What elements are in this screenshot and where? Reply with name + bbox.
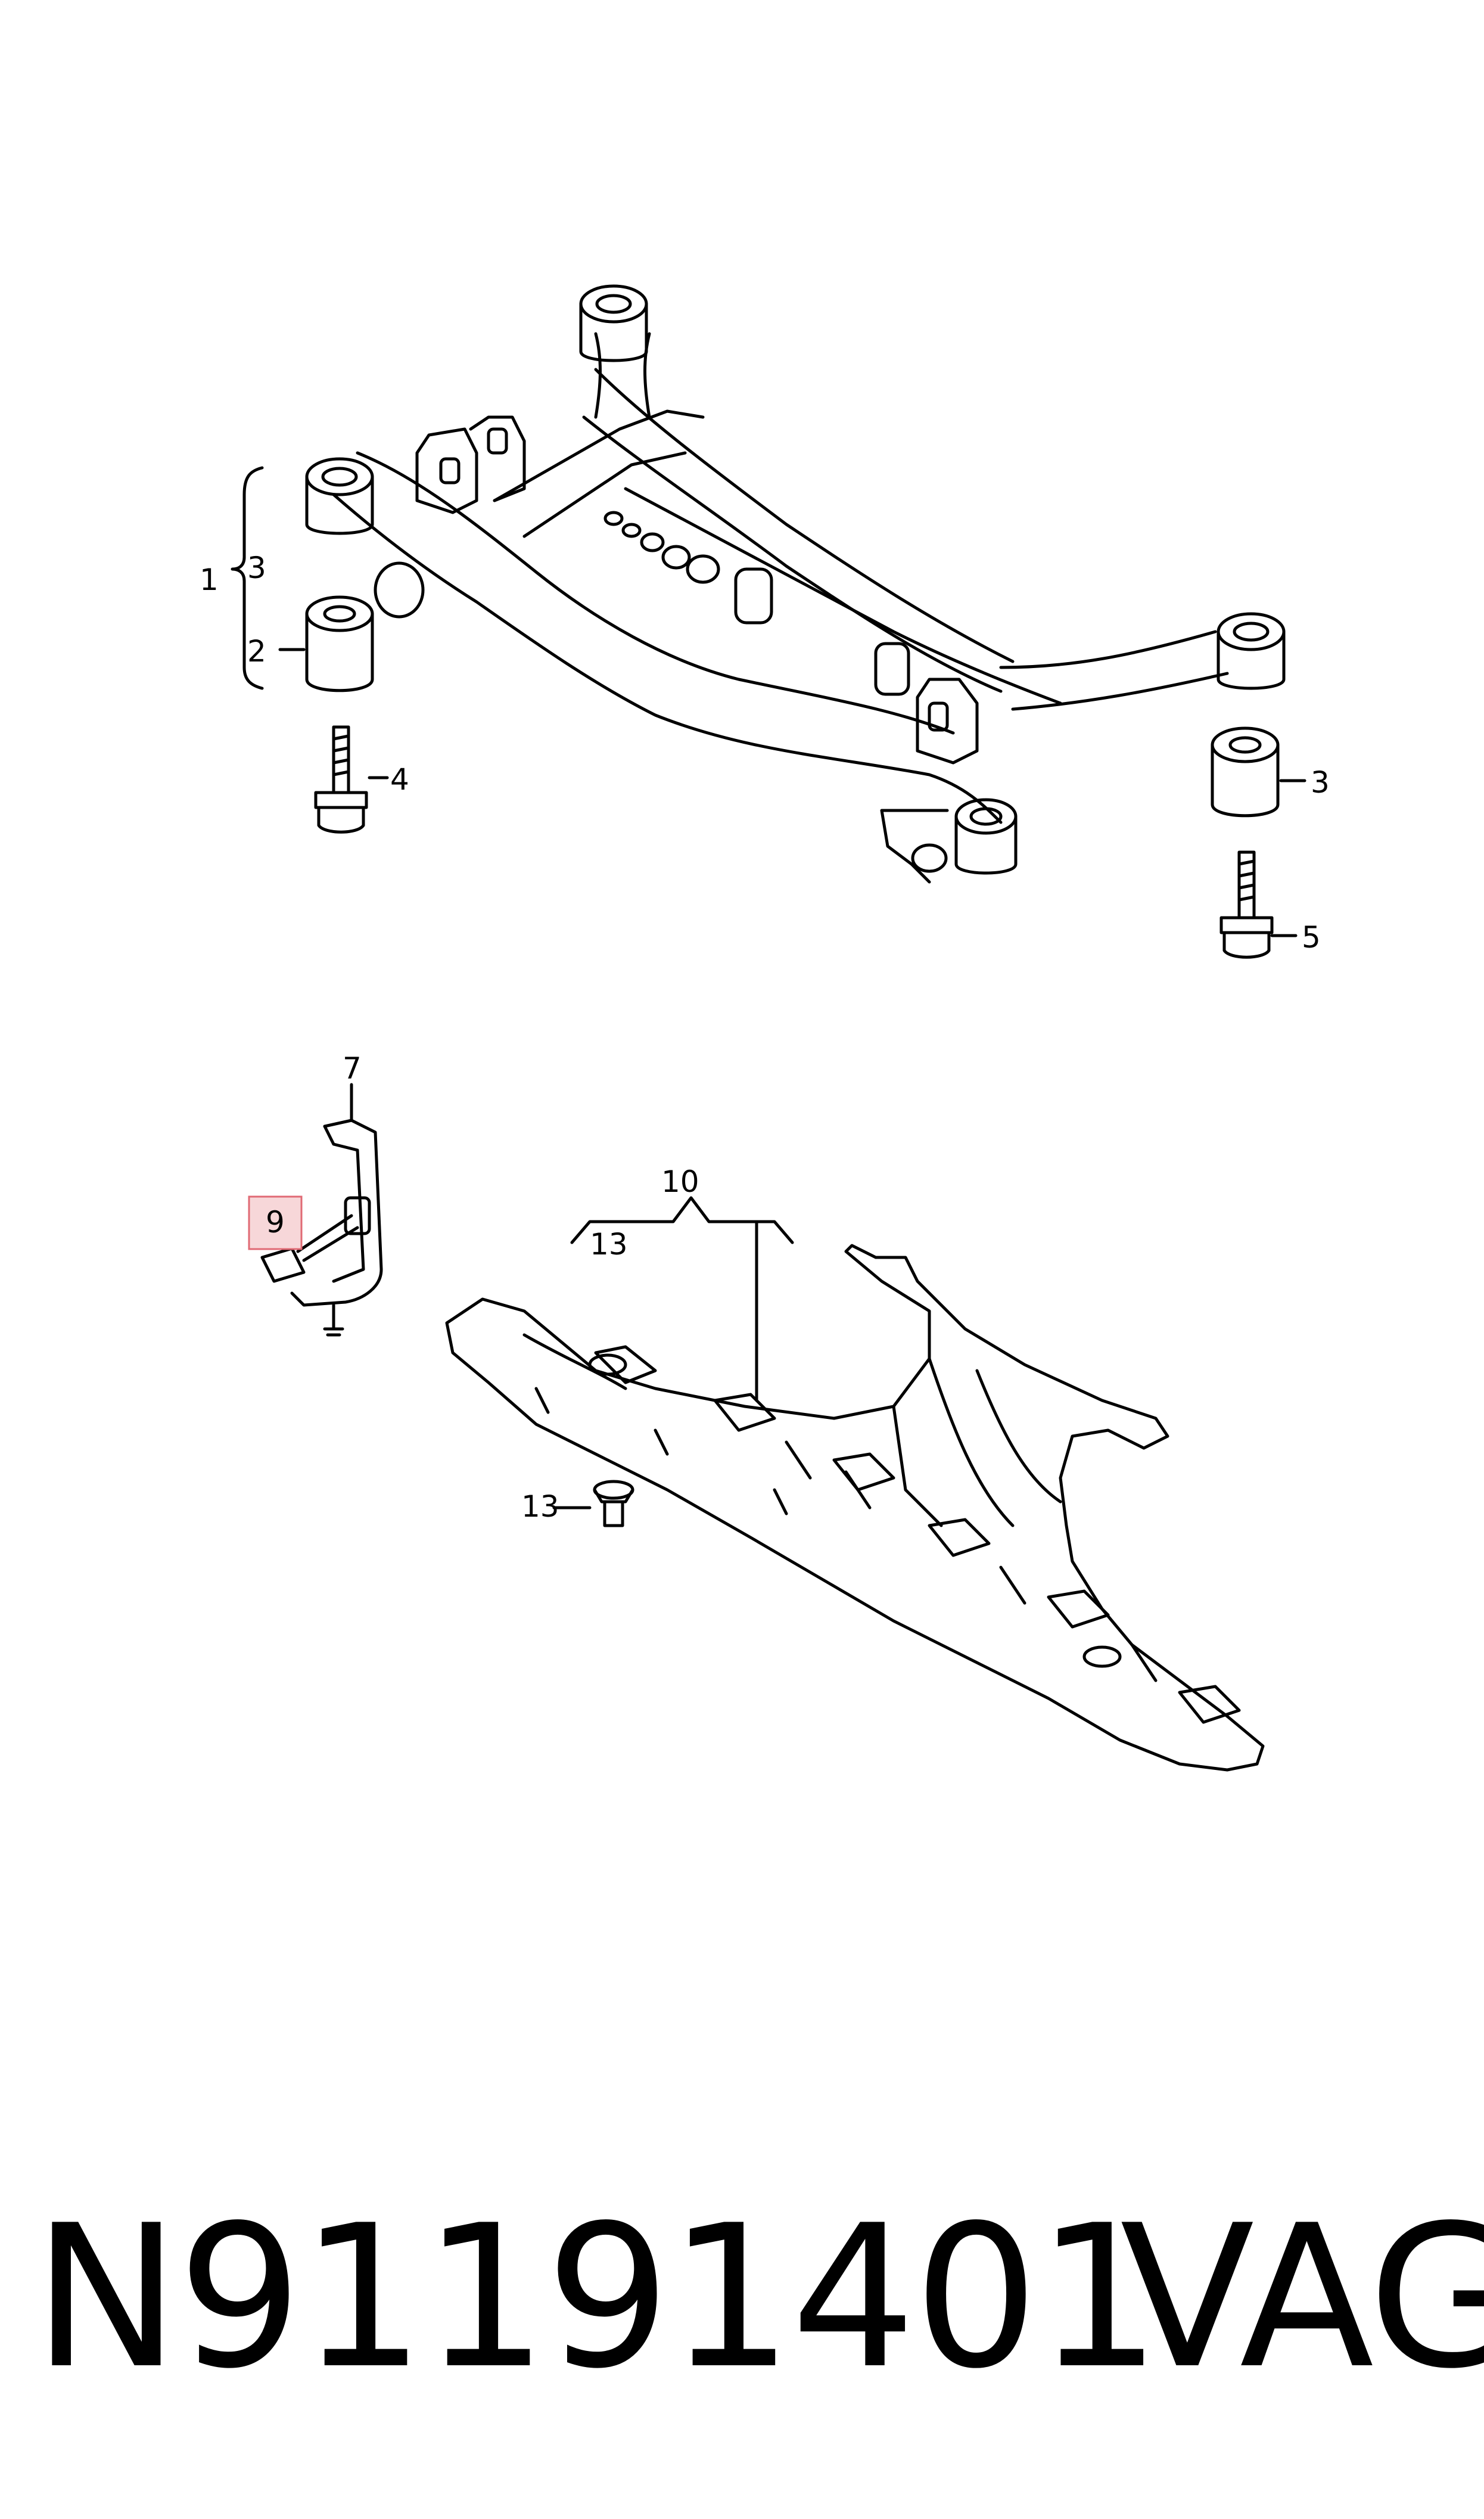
bolt-4	[314, 725, 368, 834]
highlight-box-9	[248, 1195, 303, 1250]
bracket-7	[290, 1119, 383, 1337]
callout-13-bottom: 13	[521, 1489, 559, 1524]
bracket-1	[231, 466, 264, 690]
callout-9: 9	[266, 1205, 285, 1240]
bush-top	[579, 284, 648, 362]
callout-13-top: 13	[590, 1227, 628, 1262]
callout-5: 5	[1302, 920, 1321, 955]
brand-label: VAG	[1120, 2183, 1484, 2412]
bush-front-right	[954, 798, 1018, 875]
callout-1: 1	[200, 563, 219, 597]
exploded-parts-diagram: 1 3 2 4 3 5 7 9 10 13 13	[200, 284, 1330, 1772]
callout-7: 7	[343, 1051, 362, 1086]
bolt-9	[260, 1214, 359, 1283]
callout-3-left: 3	[247, 551, 266, 585]
bush-lower-left	[305, 595, 374, 692]
clip-13	[593, 1480, 634, 1527]
bolt-5	[1219, 850, 1274, 959]
callout-4: 4	[390, 762, 409, 797]
bush-upper-left	[305, 457, 374, 535]
callout-2: 2	[247, 634, 266, 669]
underbody-panel	[445, 1244, 1265, 1772]
part-number: N91191401	[33, 2183, 1162, 2412]
rear-subframe	[332, 332, 1229, 884]
callout-10: 10	[661, 1164, 699, 1199]
bush-lower-right	[1211, 726, 1280, 818]
bush-upper-right	[1217, 612, 1286, 690]
callout-3-right: 3	[1311, 765, 1330, 800]
